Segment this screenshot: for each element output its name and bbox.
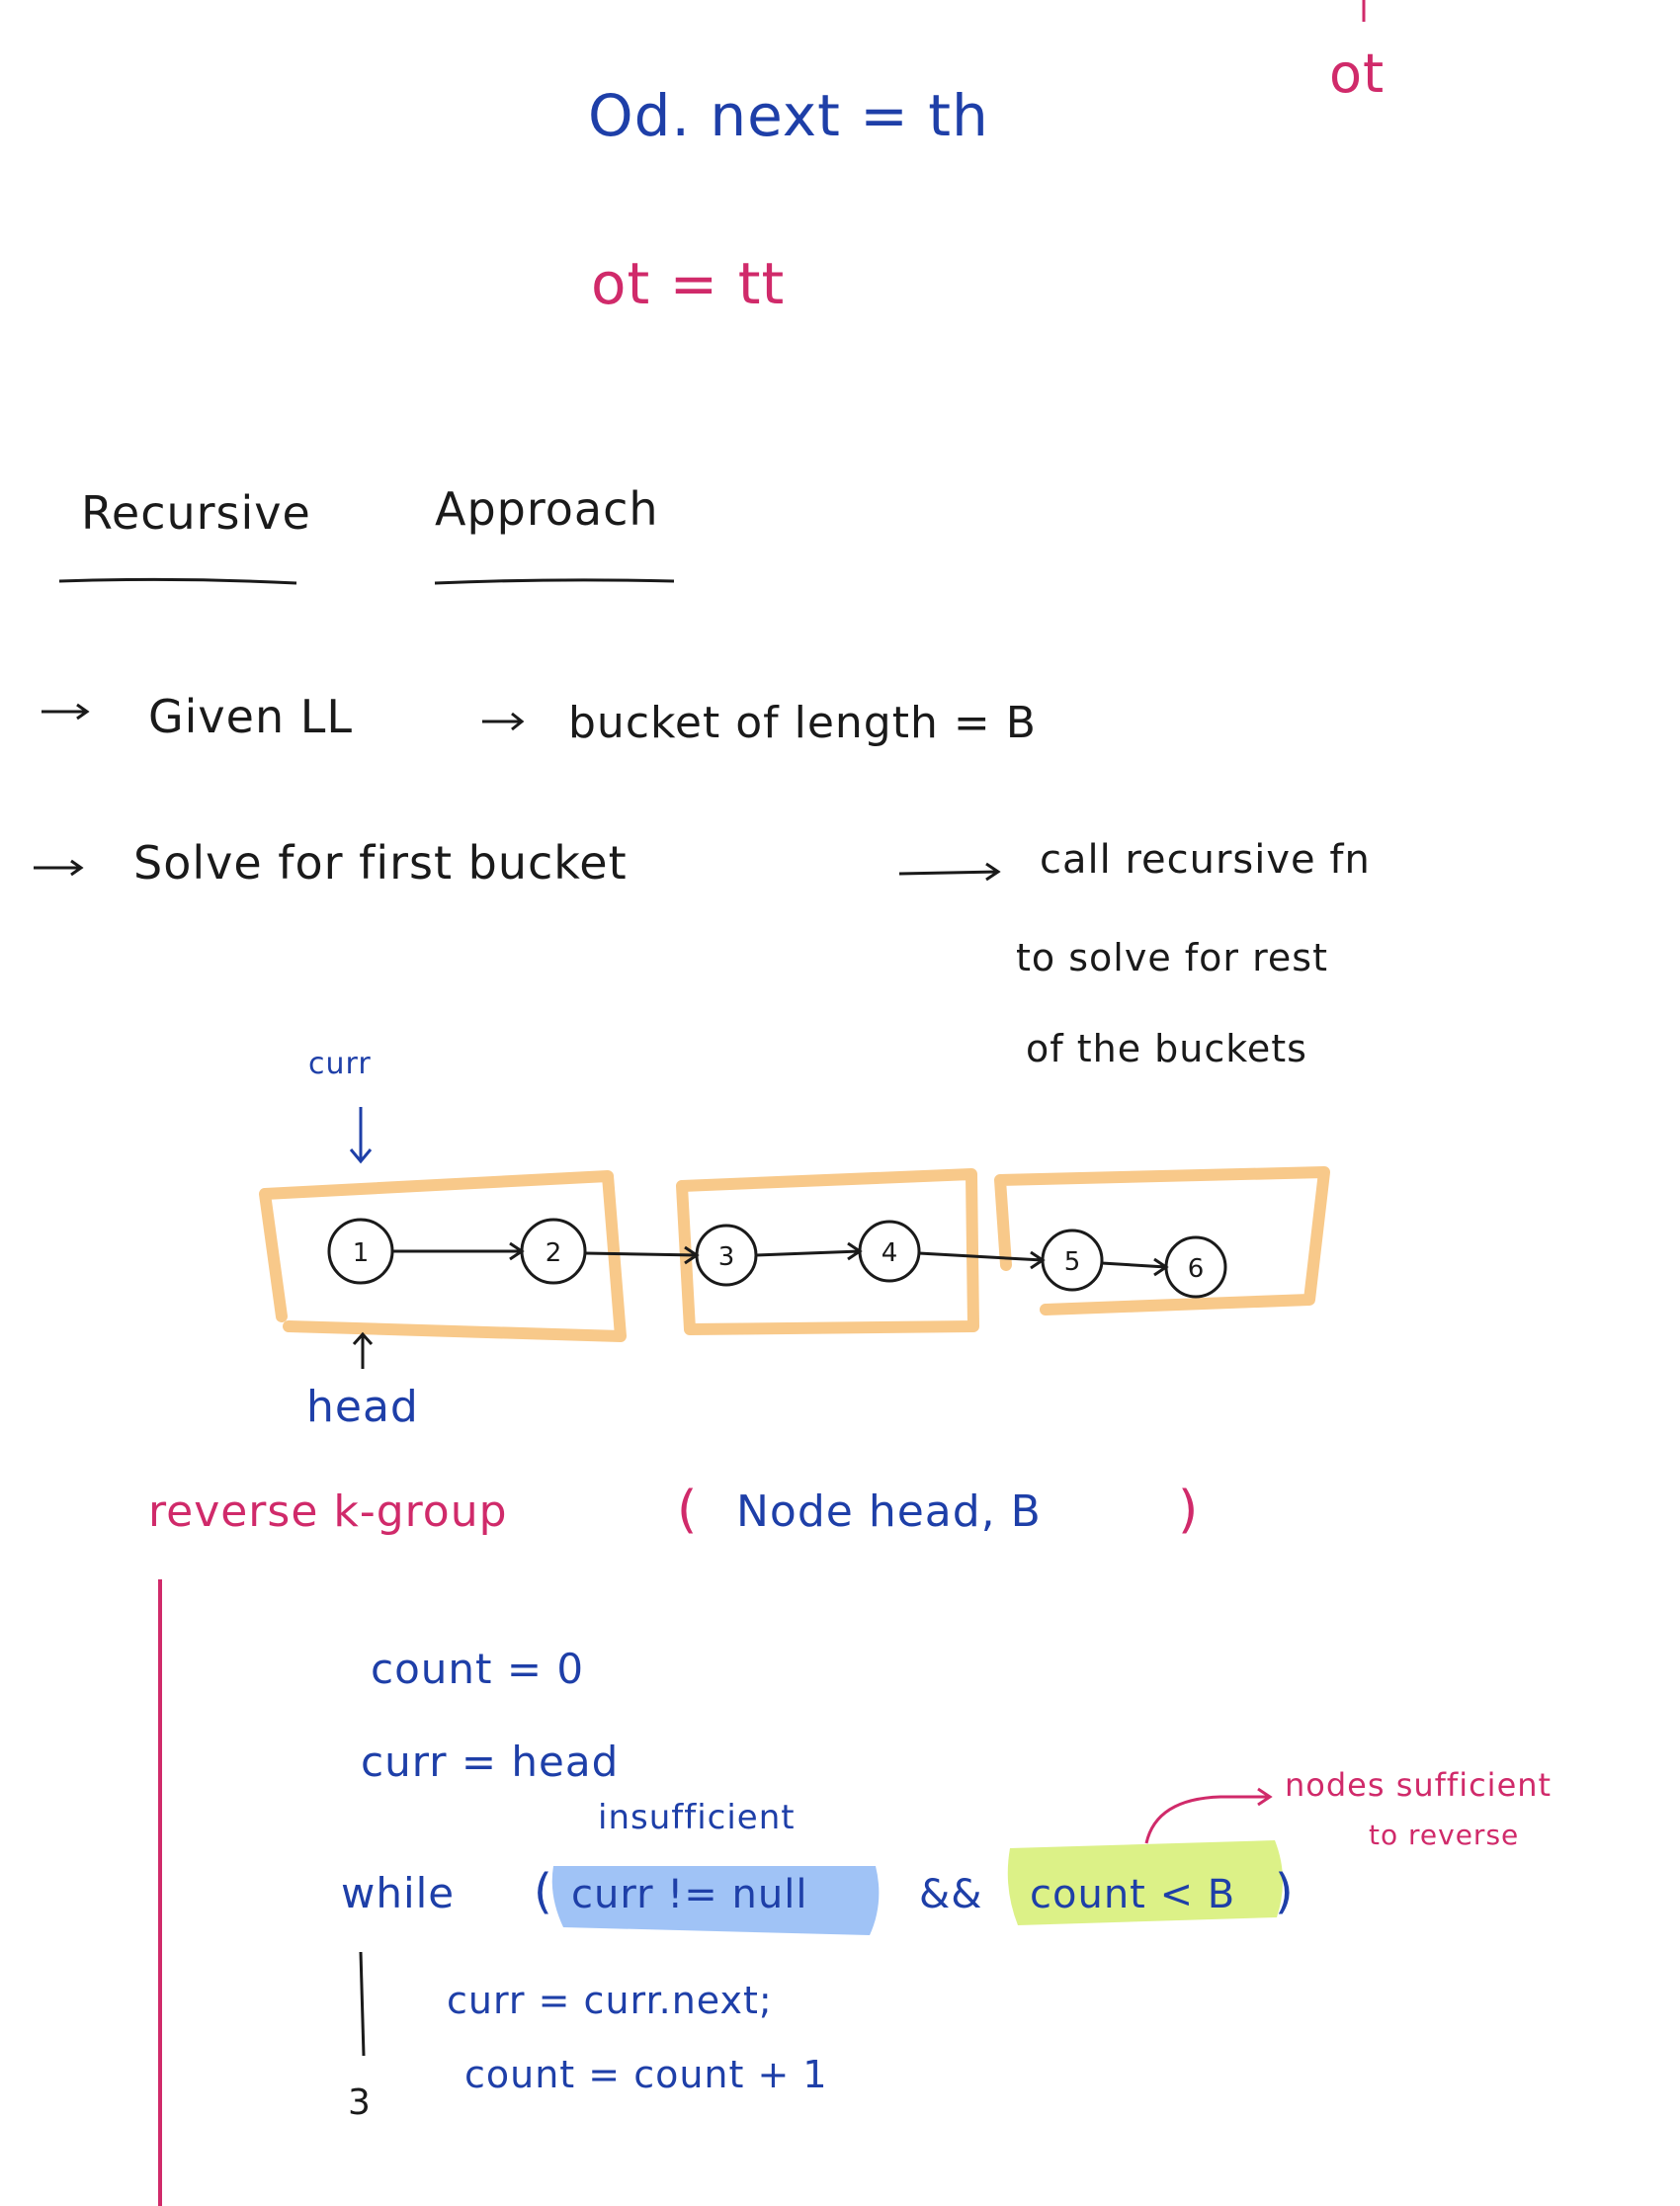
bullet2-call-recursive: call recursive fn [1040,837,1371,883]
fn-params: Node head, B [736,1486,1042,1537]
code-curr-init: curr = head [361,1738,620,1786]
link-3-4 [755,1241,863,1261]
nodes-sufficient-note: nodes sufficient [1285,1766,1553,1804]
fn-open-paren: ( [677,1481,699,1540]
assign-ot-line: ot = tt [591,250,786,317]
link-5-6 [1101,1257,1169,1277]
head-up-arrow [352,1331,374,1369]
bucket-box-2 [676,1168,979,1335]
heading-recursive: Recursive [81,486,311,540]
underline-approach [434,578,675,585]
link-4-5 [918,1250,1046,1270]
ll-node-6-label: 6 [1188,1254,1205,1284]
highlight-cond1 [551,1866,880,1935]
bucket-box-1 [259,1170,627,1342]
ll-node-2-label: 2 [546,1238,562,1268]
to-reverse-note: to reverse [1369,1819,1520,1851]
bullet2-solve-rest: to solve for rest [1016,936,1328,979]
bullet2-solve-first: Solve for first bucket [133,836,628,890]
heading-approach: Approach [435,482,659,536]
sufficient-arrow [1144,1787,1273,1844]
ll-node-4-label: 4 [882,1238,898,1268]
while-cond-curr-not-null: curr != null [571,1872,808,1917]
assign-next-line: Od. next = th [588,82,989,149]
fn-name: reverse k-group [148,1486,508,1537]
curr-down-arrow [349,1107,373,1164]
head-pointer-label: head [306,1382,419,1432]
while-body-close-brace: 3 [348,2082,372,2123]
bullet-arrow-2 [34,859,84,877]
while-open-paren: ( [534,1864,553,1919]
ll-node-5-label: 5 [1064,1247,1081,1277]
highlight-cond2 [1007,1840,1284,1925]
bullet1-bucket-length: bucket of length = B [568,698,1037,748]
while-body-increment-count: count = count + 1 [464,2053,828,2096]
insufficient-note: insufficient [598,1798,796,1837]
while-cond-count-lt-b: count < B [1030,1872,1236,1917]
while-body-bracket [359,1951,366,2057]
arrow-ll-to-bucket [482,712,525,731]
arrow-to-recursive-call [898,862,1001,882]
bullet-arrow-1 [42,703,90,721]
bucket-box-3 [994,1166,1330,1315]
while-body-advance-curr: curr = curr.next; [447,1979,773,2022]
link-2-3 [584,1245,700,1265]
link-1-2 [392,1241,525,1261]
bullet2-of-buckets: of the buckets [1026,1027,1307,1070]
while-close-paren: ) [1275,1864,1295,1919]
while-and-operator: && [919,1872,983,1917]
code-count-init: count = 0 [371,1645,585,1693]
curr-pointer-label: curr [308,1047,372,1081]
top-fragment-ot: ot [1329,42,1386,105]
fn-close-paren: ) [1178,1481,1200,1540]
ll-node-3-label: 3 [718,1242,735,1272]
bullet1-given-ll: Given LL [148,690,353,743]
ll-node-1-label: 1 [353,1238,370,1268]
underline-recursive [58,577,297,585]
while-keyword: while [341,1869,456,1917]
